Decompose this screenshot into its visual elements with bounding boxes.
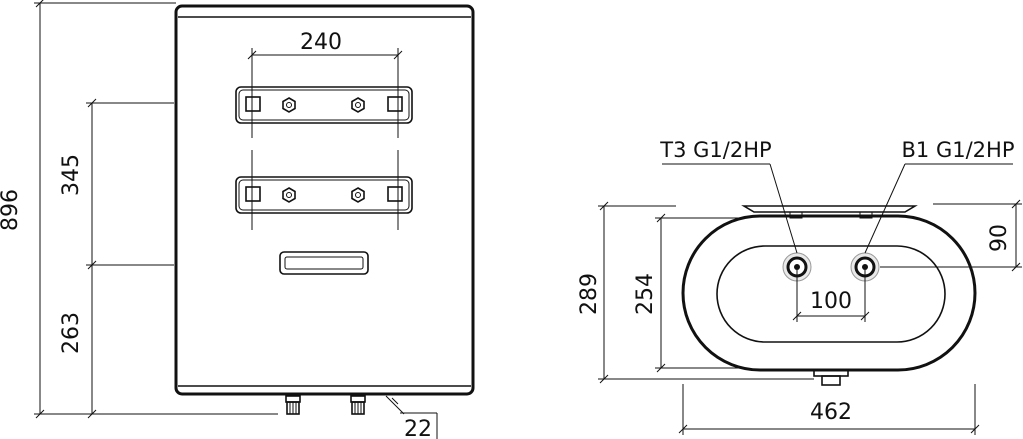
dim-289-label: 289	[577, 273, 602, 315]
dim-pipe-to-wall: 90	[880, 199, 1022, 272]
pipe-cold-inlet	[782, 252, 812, 282]
dim-462-label: 462	[810, 400, 852, 425]
dim-depth-body: 254	[633, 213, 740, 373]
dim-depth-total: 289	[577, 201, 814, 384]
dim-pipe-spacing: 100	[792, 270, 870, 322]
wall-plate	[741, 205, 918, 213]
dim-345-label: 345	[59, 154, 84, 196]
dim-263-label: 263	[59, 312, 84, 354]
side-view: T3 G1/2HP B1 G1/2HP 289 254	[577, 138, 1022, 435]
dim-240-label: 240	[300, 30, 342, 55]
label-hot-outlet: B1 G1/2HP	[902, 138, 1015, 162]
dim-bracket-spacing: 240	[247, 30, 403, 230]
dim-254-label: 254	[633, 273, 658, 315]
dim-height-total: 896	[0, 0, 278, 419]
dim-896-label: 896	[0, 189, 23, 231]
callout-hot-outlet: B1 G1/2HP	[864, 138, 1015, 254]
upper-bracket	[235, 86, 413, 124]
dim-90-label: 90	[987, 224, 1012, 252]
dim-100-label: 100	[810, 289, 852, 314]
dim-pipe-protrusion: 22	[385, 395, 438, 439]
callout-cold-inlet: T3 G1/2HP	[659, 138, 798, 254]
drain-fitting	[813, 369, 849, 386]
label-cold-inlet: T3 G1/2HP	[659, 138, 771, 162]
control-display	[279, 251, 369, 275]
lower-bracket	[235, 176, 413, 214]
tank-inner-shell	[716, 245, 946, 343]
dim-22-label: 22	[404, 417, 432, 439]
tank-body-front	[174, 4, 475, 396]
bottom-pipes-front	[285, 395, 366, 415]
dim-upper-offset: 345 263	[59, 98, 174, 419]
front-view: 240 896 345 263 22	[0, 0, 475, 439]
dim-width: 462	[678, 384, 980, 435]
